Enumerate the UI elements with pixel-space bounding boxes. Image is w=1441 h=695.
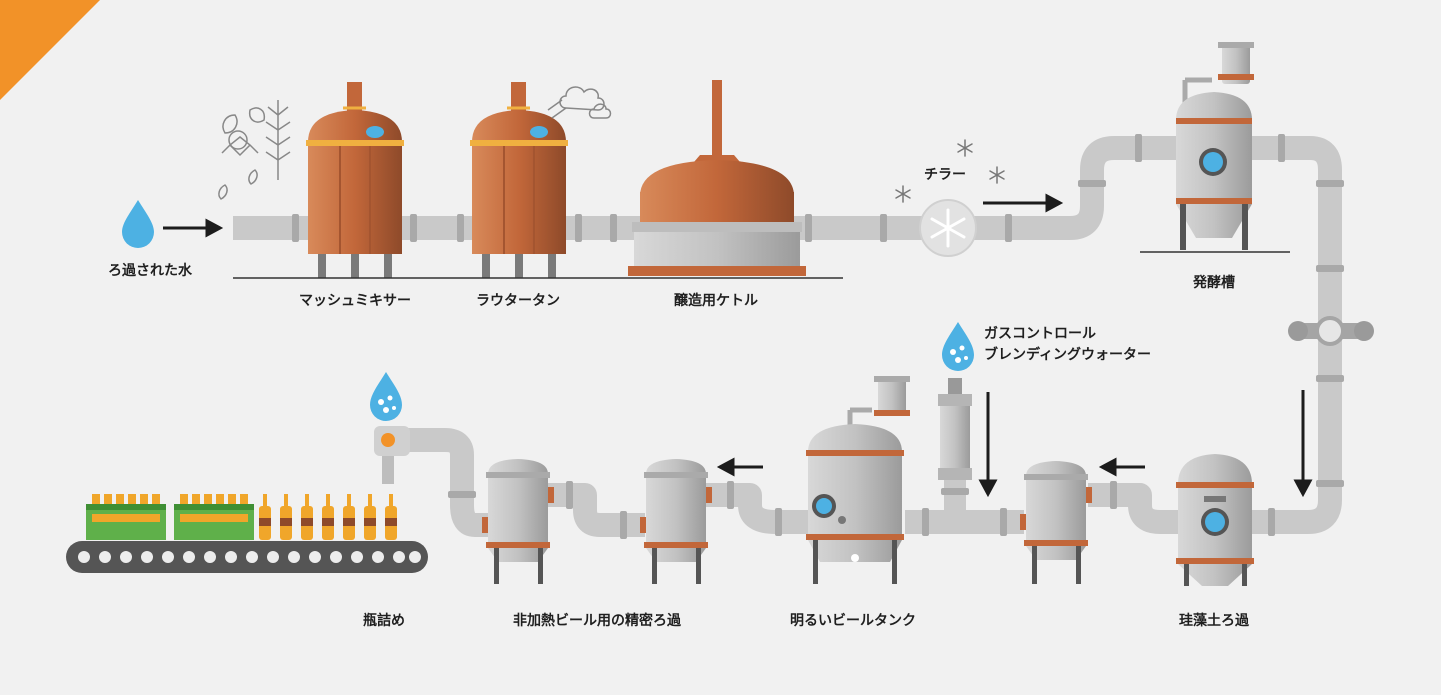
label-fermenter: 発酵槽 (1193, 275, 1235, 291)
label-filtered-water: ろ過された水 (108, 263, 192, 279)
arrow-to-fine-filter (1098, 457, 1145, 477)
label-gas-control-line1: ガスコントロール (984, 326, 1096, 342)
arrow-down-right (1293, 390, 1313, 498)
water-drop-icon (122, 200, 154, 248)
label-mash-mixer: マッシュミキサー (299, 293, 411, 309)
label-diatomaceous-filter: 珪藻土ろ過 (1179, 613, 1249, 629)
fine-filter-middle (640, 459, 712, 584)
arrow-gas-down (978, 392, 998, 498)
fine-filter-left (482, 459, 554, 584)
bottling-nozzle (374, 426, 410, 484)
label-chiller: チラー (924, 167, 966, 183)
lauter-tun-tank (470, 82, 568, 278)
gas-control-unit (938, 378, 972, 480)
snowflake-decor-icons (895, 139, 1005, 203)
beer-crate-right (174, 494, 254, 540)
bright-beer-tank (806, 376, 910, 584)
arrow-water-to-mash (163, 218, 224, 238)
label-bright-beer-tank: 明るいビールタンク (790, 613, 916, 629)
chiller (919, 199, 977, 257)
diatomaceous-filter-tank (1176, 454, 1254, 586)
conveyor-belt (66, 541, 428, 573)
label-bottling: 瓶詰め (363, 613, 405, 629)
arrow-to-filter2 (716, 457, 763, 477)
snowflake-icon (930, 208, 966, 248)
label-fine-filtration: 非加熱ビール用の精密ろ過 (513, 613, 681, 629)
bottling-drop-icon (370, 372, 402, 421)
fermenter-tank (1140, 42, 1290, 253)
mash-mixer-tank (306, 82, 404, 278)
beer-crate-left (86, 494, 166, 540)
arrow-chiller-to-fermenter (983, 193, 1064, 213)
fine-filter-right (1020, 461, 1092, 584)
beer-bottles (259, 494, 397, 540)
steam-cloud-icon (547, 86, 612, 119)
label-brew-kettle: 醸造用ケトル (674, 293, 758, 309)
gas-control-drop-icon (942, 322, 974, 371)
pipe-collars (292, 134, 1344, 539)
label-lauter-tun: ラウタータン (476, 293, 560, 309)
pipe-valve (1288, 316, 1374, 346)
hops-wheat-icon (218, 100, 291, 200)
flow-arrows (163, 193, 1313, 498)
brew-kettle (628, 80, 806, 276)
label-gas-control-line2: ブレンディングウォーター (984, 347, 1152, 363)
corner-accent (0, 0, 100, 100)
